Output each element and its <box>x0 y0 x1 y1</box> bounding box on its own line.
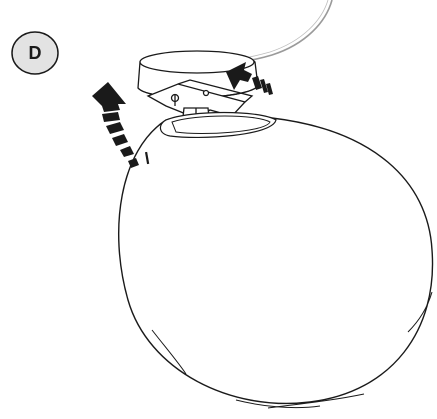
power-cable-outline <box>222 0 328 61</box>
step-label: D <box>10 30 60 76</box>
globe-shade <box>119 113 433 409</box>
step-badge: D <box>10 30 60 76</box>
